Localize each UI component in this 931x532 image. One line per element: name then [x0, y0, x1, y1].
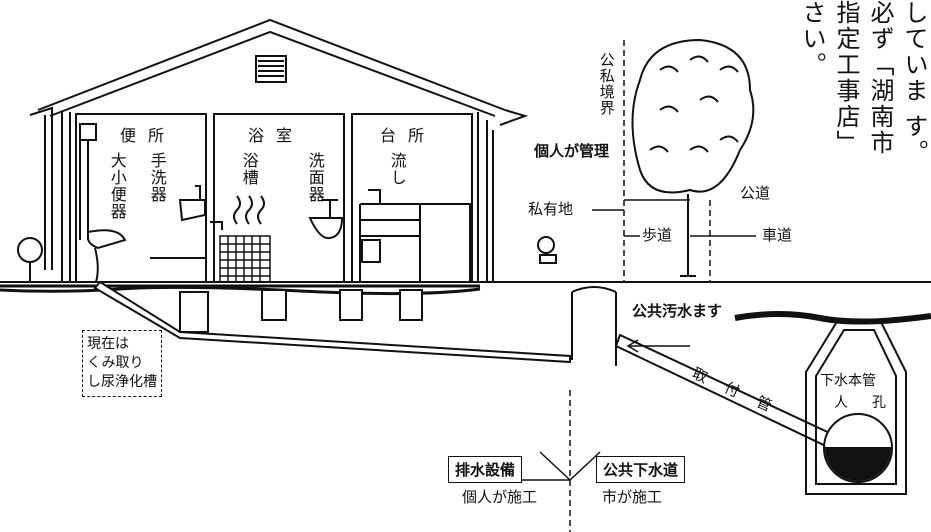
boundary-lines [569, 40, 756, 532]
kitchen-fixtures [359, 189, 471, 282]
public-inlet-structure [571, 286, 617, 366]
public-sewer-label: 公共下水道 [596, 456, 686, 483]
legend-divider [520, 451, 601, 481]
current-note-box: 現在は くみ取り し尿浄化槽 [82, 330, 162, 397]
toilet-bowl-label: 大小便器 [107, 152, 127, 220]
bath-fixtures [210, 195, 344, 283]
notice-column-1: していま す。 [900, 0, 928, 166]
private-land-label: 私有地 [528, 200, 574, 218]
manhole-label: 人孔 [834, 395, 910, 411]
notice-column-4: さい。 [798, 0, 826, 78]
manhole-structure [805, 319, 907, 495]
tree-illustration [631, 38, 755, 283]
main-pipe-label: 下水本管 [820, 373, 876, 389]
public-road-label: 公道 [740, 184, 771, 202]
room-toilet-label: 便所 [120, 126, 177, 145]
ground-texture-right [734, 311, 931, 325]
individual-managed-label: 個人が管理 [534, 142, 610, 160]
toilet-fixtures [79, 123, 206, 283]
shrubs [17, 236, 557, 282]
public-private-boundary-label: 公私境界 [597, 52, 616, 116]
notice-column-3: 指定工事店」 [832, 0, 860, 156]
room-bath-label: 浴室 [248, 126, 305, 145]
washbasin-label: 洗面器 [305, 152, 325, 203]
public-inlet-label: 公共汚水ます [632, 302, 723, 320]
current-note-line-2: くみ取り [87, 354, 144, 371]
bathtub-label: 浴槽 [239, 152, 259, 186]
drain-pipes [93, 280, 571, 364]
room-kitchen-label: 台所 [380, 126, 437, 145]
notice-column-2: 必ず「湖南市 [866, 0, 894, 156]
individual-works-label: 個人が施工 [462, 488, 538, 506]
current-note-line-3: し尿浄化槽 [87, 373, 157, 390]
inlet-pointer-arrow [626, 339, 690, 353]
sidewalk-label: 歩道 [642, 226, 673, 244]
current-note-line-1: 現在は [87, 336, 129, 352]
sink-label: 流し [387, 152, 407, 186]
city-works-label: 市が施工 [602, 488, 663, 506]
roadway-label: 車道 [762, 226, 793, 244]
drainage-equipment-label: 排水設備 [448, 456, 523, 483]
hand-wash-label: 手洗器 [147, 152, 167, 203]
room-partitions [75, 113, 473, 283]
house-outline [29, 18, 529, 282]
roof-vent [255, 55, 287, 83]
